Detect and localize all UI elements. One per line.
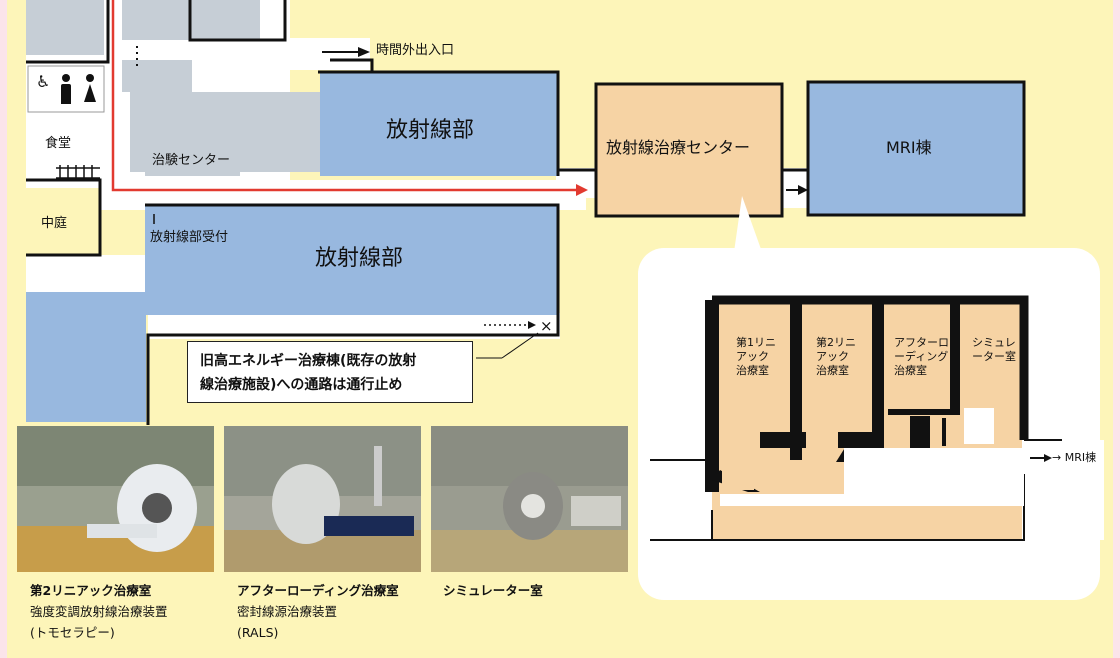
reception-label: 放射線部受付 xyxy=(150,230,229,245)
female-restroom-icon xyxy=(84,74,96,106)
wheelchair-icon: ♿ xyxy=(36,72,51,91)
caption-line: アフターローディング治療室 xyxy=(237,583,399,598)
therapy-center-label: 放射線治療センター xyxy=(606,138,751,157)
corridor-west xyxy=(26,255,146,295)
radiology-upper-label: 放射線部 xyxy=(386,118,475,143)
mri-label: MRI棟 xyxy=(886,138,932,157)
detail-mri-label: → MRI棟 xyxy=(1052,451,1097,464)
radiology-upper xyxy=(320,72,558,176)
detail-plan xyxy=(650,295,1104,541)
walls xyxy=(26,0,1026,425)
closure-notice-line2: 線治療施設)への通路は通行止め xyxy=(200,377,403,393)
caption-line: 強度変調放射線治療装置 xyxy=(30,604,168,619)
cafeteria-label: 食堂 xyxy=(45,136,72,151)
stair-icon xyxy=(56,165,100,180)
connector-mri xyxy=(780,168,810,208)
entrance-arrow xyxy=(322,47,370,57)
svg-text:×: × xyxy=(540,317,553,335)
mri-arrow xyxy=(786,185,808,195)
after-hours-entrance-label: 時間外出入口 xyxy=(376,43,455,58)
room-label-linac2: 第2リニアック治療室 xyxy=(816,336,856,377)
caption-line: (トモセラピー) xyxy=(30,625,115,640)
mri-building xyxy=(808,82,1024,215)
room-label-simulator: シミュレーター室 xyxy=(972,336,1016,363)
west-wing xyxy=(26,292,146,422)
photo-caption-tomotherapy: 第2リニアック治療室 強度変調放射線治療装置 (トモセラピー) xyxy=(30,580,168,643)
photo-tomotherapy xyxy=(17,426,214,572)
therapy-center-block xyxy=(596,84,782,216)
photo-caption-simulator: シミュレーター室 xyxy=(443,580,543,601)
entrance-corridor xyxy=(290,38,370,70)
courtyard-area xyxy=(26,188,100,254)
caption-line: 第2リニアック治療室 xyxy=(30,583,152,598)
caption-line: (RALS) xyxy=(237,625,279,640)
photo-caption-afterloading: アフターローディング治療室 密封線源治療装置 (RALS) xyxy=(237,580,399,643)
callout-pointer xyxy=(734,196,762,252)
route-arrow xyxy=(111,0,588,196)
photo-simulator xyxy=(431,426,628,572)
male-restroom-icon xyxy=(60,74,72,106)
radiology-lower xyxy=(145,205,558,315)
radiology-lower-label: 放射線部 xyxy=(315,246,404,271)
closure-notice: 旧高エネルギー治療棟(既存の放射 線治療施設)への通路は通行止め xyxy=(187,341,473,403)
room-label-linac1: 第1リニアック治療室 xyxy=(736,336,776,377)
courtyard-label: 中庭 xyxy=(41,216,68,231)
closed-passage-marker: × xyxy=(476,317,553,359)
caption-line: 密封線源治療装置 xyxy=(237,604,338,619)
clinical-trial-label: 治験センター xyxy=(152,153,231,168)
closure-notice-line1: 旧高エネルギー治療棟(既存の放射 xyxy=(200,353,417,369)
room-label-afterloading: アフターローディング治療室 xyxy=(894,336,949,377)
photo-afterloading xyxy=(224,426,421,572)
caption-line: シミュレーター室 xyxy=(443,583,543,598)
